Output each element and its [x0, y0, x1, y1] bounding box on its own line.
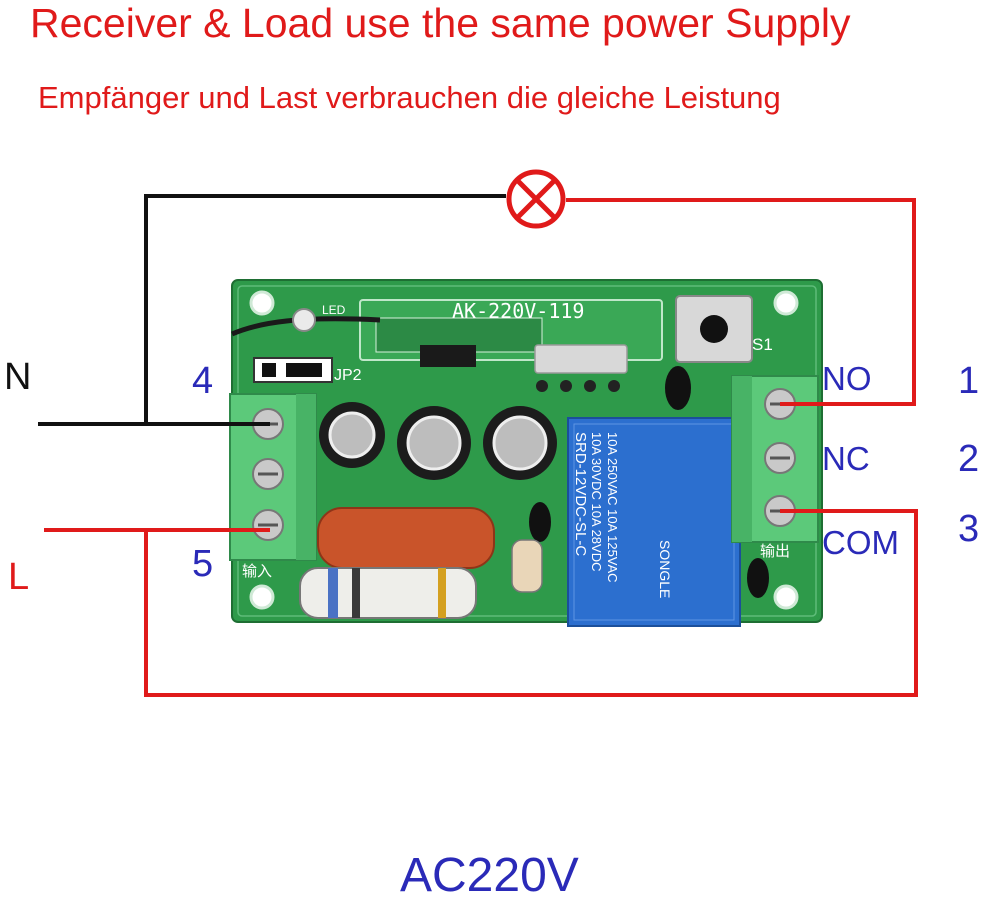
terminal-1-number: 1	[958, 360, 980, 402]
live-label: L	[8, 556, 30, 598]
relay-model: SRD-12VDC-SL-C	[572, 432, 589, 556]
relay-rating-line-1: 10A 250VAC 10A 125VAC	[605, 432, 620, 583]
live-wire	[44, 198, 918, 697]
capacitor-1	[319, 402, 385, 468]
switch-label: S1	[752, 335, 773, 354]
capacitor-3	[483, 406, 557, 480]
terminal-3-number: 3	[958, 508, 980, 550]
title-english: Receiver & Load use the same power Suppl…	[30, 0, 851, 46]
terminal-com-label: COM	[822, 524, 899, 561]
jumper-label: JP2	[334, 367, 362, 384]
terminal-5-number: 5	[192, 543, 214, 585]
terminal-no-label: NO	[822, 360, 872, 397]
module-label: AK-220V-119	[452, 299, 584, 323]
capacitor-2	[397, 406, 471, 480]
relay	[567, 417, 741, 627]
input-chinese-label: 输入	[242, 562, 272, 580]
neutral-wire	[38, 194, 506, 426]
terminal-4-number: 4	[192, 360, 214, 402]
output-chinese-label: 输出	[760, 542, 790, 560]
relay-brand: SONGLE	[657, 540, 673, 598]
relay-rating-line-2: 10A 30VDC 10A 28VDC	[589, 432, 604, 571]
receiver-board	[231, 279, 823, 627]
lamp-icon	[506, 169, 566, 229]
input-terminal-block	[229, 393, 317, 561]
output-terminal-block	[731, 375, 819, 543]
terminal-nc-label: NC	[822, 440, 870, 477]
title-german: Empfänger und Last verbrauchen die gleic…	[38, 80, 781, 115]
supply-voltage-label: AC220V	[400, 849, 579, 902]
terminal-2-number: 2	[958, 438, 980, 480]
led-label: LED	[322, 303, 346, 317]
neutral-label: N	[4, 356, 32, 398]
